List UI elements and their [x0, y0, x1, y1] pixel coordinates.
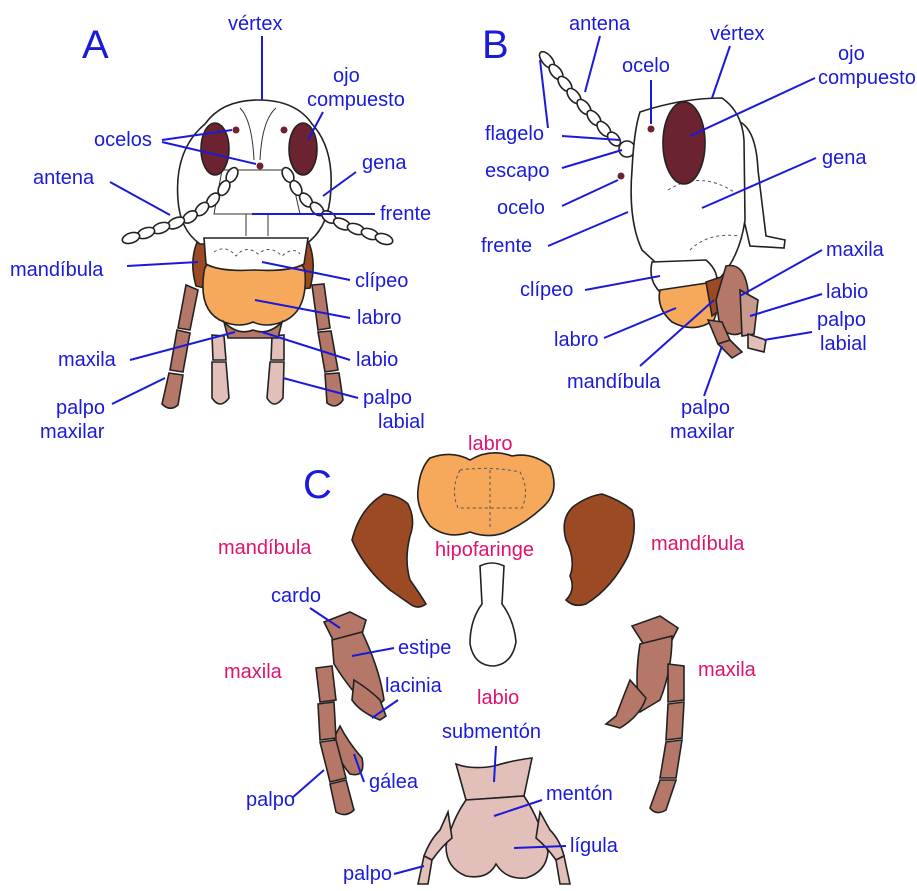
a-label-frente: frente: [380, 203, 431, 225]
c-label-mandibula-left: mandíbula: [218, 537, 312, 559]
b-label-ocelo-top: ocelo: [622, 55, 670, 77]
b-label-frente: frente: [481, 235, 532, 257]
mandibula-c-left: [352, 494, 426, 607]
panel-c: C labro mandíbula mandíbula hipofaringe …: [218, 433, 757, 885]
b-label-escapo: escapo: [485, 160, 550, 182]
b-label-clipeo: clípeo: [520, 279, 573, 301]
a-label-ojo-1: ojo: [333, 65, 360, 87]
panel-b-letter: B: [482, 23, 509, 67]
ocelo-a-median: [257, 163, 264, 170]
ocelo-b-side: [618, 173, 625, 180]
b-label-palpo-labial-2: labial: [820, 333, 867, 355]
a-label-gena: gena: [362, 152, 407, 174]
ocelo-b-top: [648, 126, 655, 133]
c-label-labio: labio: [477, 687, 519, 709]
b-label-ojo-1: ojo: [838, 43, 865, 65]
b-label-palpo-maxilar-2: maxilar: [670, 421, 735, 443]
b-label-vertex: vértex: [710, 23, 764, 45]
c-label-galea: gálea: [369, 771, 419, 793]
c-label-mandibula-right: mandíbula: [651, 533, 745, 555]
a-label-palpo-maxilar-1: palpo: [56, 397, 105, 419]
hipofaringe-c: [470, 563, 516, 666]
maxila-c-right: [606, 616, 684, 813]
palpo-labial-b: [748, 334, 766, 352]
b-label-ocelo-side: ocelo: [497, 197, 545, 219]
antena-b: [537, 49, 635, 157]
panel-a: A: [10, 13, 431, 443]
b-label-flagelo: flagelo: [485, 123, 544, 145]
palpo-labial-pair: [212, 335, 284, 404]
a-label-mandibula: mandíbula: [10, 259, 104, 281]
mandibula-c-right: [564, 494, 634, 605]
b-label-gena: gena: [822, 147, 867, 169]
c-label-lacinia: lacinia: [385, 675, 443, 697]
b-label-labro: labro: [554, 329, 598, 351]
c-label-labro: labro: [468, 433, 512, 455]
b-label-ojo-2: compuesto: [818, 67, 916, 89]
b-label-palpo-labial-1: palpo: [817, 309, 866, 331]
c-label-maxila-left: maxila: [224, 661, 283, 683]
c-label-estipe: estipe: [398, 637, 451, 659]
menton-c: [446, 796, 548, 878]
a-label-labio: labio: [356, 349, 398, 371]
ocelo-a-left: [233, 127, 240, 134]
panel-b: B: [481, 13, 916, 443]
a-label-clipeo: clípeo: [355, 270, 408, 292]
a-label-palpo-labial-1: palpo: [363, 387, 412, 409]
c-label-hipofaringe: hipofaringe: [435, 539, 534, 561]
a-label-ocelos: ocelos: [94, 129, 152, 151]
c-label-menton: mentón: [546, 783, 613, 805]
a-label-antena: antena: [33, 167, 95, 189]
c-label-ligula: lígula: [570, 835, 619, 857]
ocelo-a-right: [281, 127, 288, 134]
b-label-mandibula: mandíbula: [567, 371, 661, 393]
c-label-palpo-labio: palpo: [343, 863, 392, 885]
a-label-palpo-labial-2: labial: [378, 411, 425, 433]
a-label-maxila: maxila: [58, 349, 117, 371]
a-label-vertex: vértex: [228, 13, 282, 35]
panel-a-letter: A: [82, 23, 109, 67]
panel-c-letter: C: [303, 463, 332, 507]
labro-a: [203, 262, 305, 325]
a-label-ojo-2: compuesto: [307, 89, 405, 111]
ojo-compuesto-b: [663, 102, 705, 184]
c-label-maxila-right: maxila: [698, 659, 757, 681]
b-label-maxila: maxila: [826, 239, 885, 261]
labro-c: [418, 453, 554, 536]
b-label-palpo-maxilar-1: palpo: [681, 397, 730, 419]
c-label-submenton: submentón: [442, 721, 541, 743]
c-label-cardo: cardo: [271, 585, 321, 607]
b-label-antena: antena: [569, 13, 631, 35]
c-label-palpo-maxila: palpo: [246, 789, 295, 811]
b-label-labio: labio: [826, 281, 868, 303]
a-label-labro: labro: [357, 307, 401, 329]
a-label-palpo-maxilar-2: maxilar: [40, 421, 105, 443]
clipeo-a: [204, 238, 308, 270]
